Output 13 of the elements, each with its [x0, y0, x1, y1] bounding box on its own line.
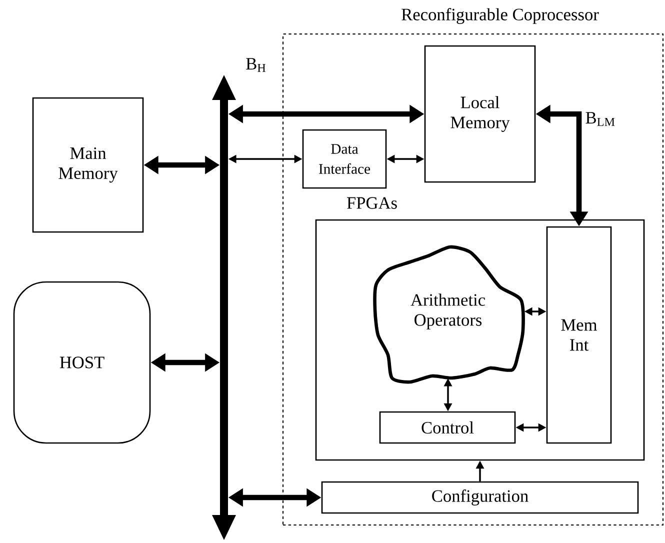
block-box: Data Interface	[302, 129, 387, 189]
block-box: Main Memory	[32, 97, 144, 233]
node-label: Reconfigurable Coprocessor	[402, 8, 599, 24]
host-box: HOST	[13, 281, 151, 444]
operator-cloud: Arithmetic Operators	[373, 245, 525, 384]
bus-bar: B$_{H}$	[212, 58, 266, 540]
block-box: Control	[379, 411, 516, 444]
node-label: FPGAs	[346, 197, 397, 209]
block-box: Local Memory	[424, 45, 536, 183]
block-box: Mem Int	[546, 226, 612, 444]
node-label: B$_{H}$	[246, 58, 266, 72]
block-box: Configuration	[321, 481, 639, 514]
edge-label: B$_{LM}$	[584, 110, 618, 128]
